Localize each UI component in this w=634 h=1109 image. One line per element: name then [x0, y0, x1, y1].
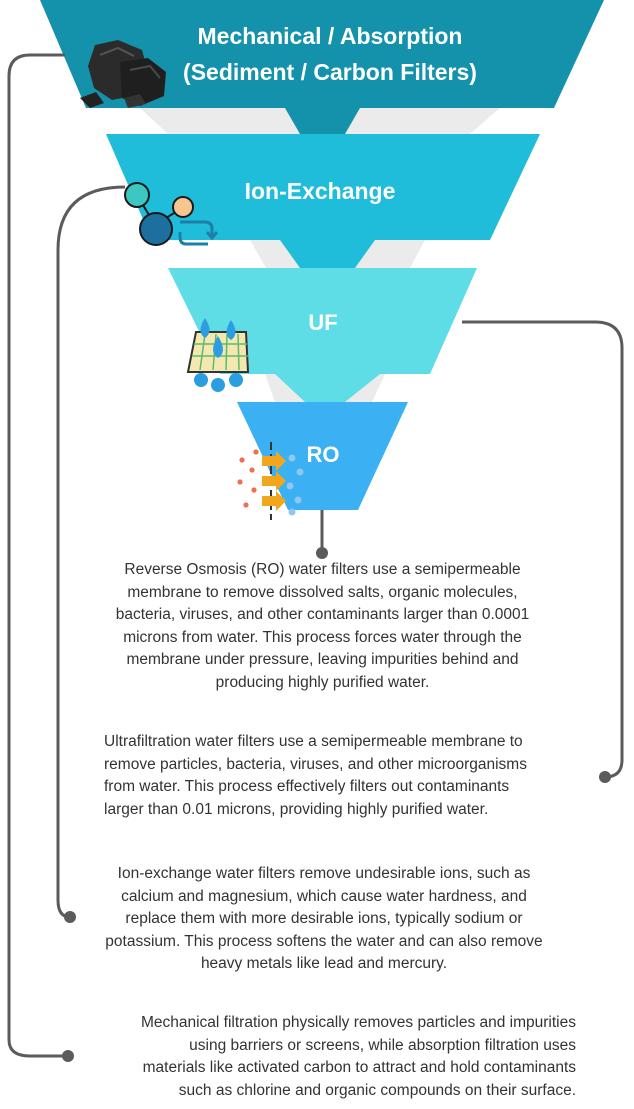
tier-ro-label: RO	[306, 442, 340, 467]
tier-mechanical-shape	[40, 0, 604, 134]
connector-dot-ion	[64, 911, 76, 923]
coal-icon	[80, 40, 166, 108]
connector-uf	[462, 320, 624, 779]
connector-dot-uf	[599, 771, 611, 783]
description-mechanical: Mechanical filtration physically removes…	[140, 1014, 576, 1099]
reverse-osmosis-icon	[237, 442, 304, 520]
connector-dot-ro	[316, 547, 328, 559]
tier-uf-label: UF	[308, 310, 338, 335]
connector-dot-mech	[62, 1050, 74, 1062]
tier-ion-exchange-label: Ion-Exchange	[244, 178, 396, 204]
description-ro: Reverse Osmosis (RO) water filters use a…	[115, 561, 530, 691]
molecule-exchange-icon	[124, 182, 219, 246]
description-uf: Ultrafiltration water filters use a semi…	[104, 733, 527, 818]
tier-mechanical-label: Mechanical / Absorption (Sediment / Carb…	[150, 18, 510, 90]
tier-mechanical-label-line1: Mechanical / Absorption	[197, 23, 463, 49]
description-ion-exchange: Ion-exchange water filters remove undesi…	[105, 865, 543, 973]
connector-mech	[7, 53, 68, 1058]
connector-ion	[56, 185, 126, 919]
membrane-filter-icon	[186, 318, 250, 392]
tier-mechanical-label-line2: (Sediment / Carbon Filters)	[183, 59, 477, 85]
